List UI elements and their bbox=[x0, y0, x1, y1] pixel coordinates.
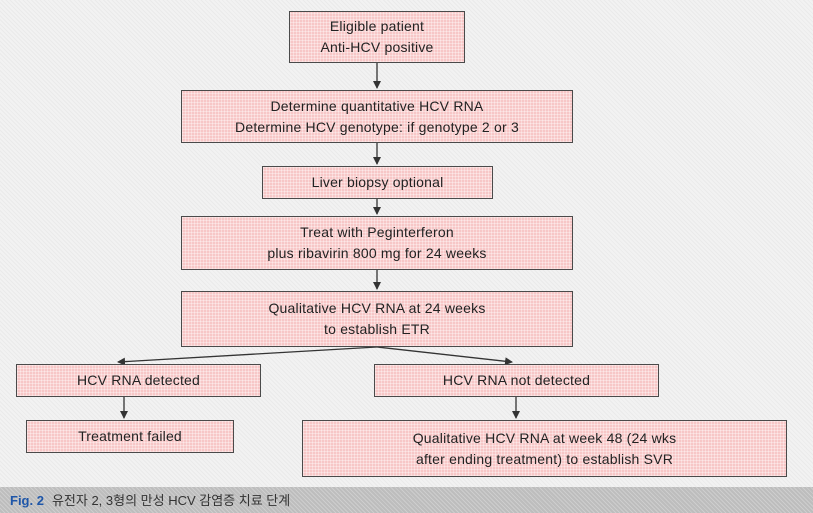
caption-bar bbox=[0, 487, 813, 513]
node-eligible-line1: Eligible patient bbox=[329, 18, 425, 34]
node-treat-line1: Treat with Peginterferon bbox=[300, 224, 454, 240]
figure-caption-text: 유전자 2, 3형의 만성 HCV 감염증 치료 단계 bbox=[51, 493, 291, 508]
node-qualitative48-line1: Qualitative HCV RNA at week 48 (24 wks bbox=[412, 429, 677, 446]
node-treatment-failed: Treatment failed bbox=[26, 420, 234, 453]
node-eligible-patient: Eligible patient Anti-HCV positive bbox=[289, 11, 465, 63]
node-detected-line1: HCV RNA detected bbox=[76, 372, 201, 388]
node-liver-biopsy: Liver biopsy optional bbox=[262, 166, 493, 199]
node-biopsy-line1: Liver biopsy optional bbox=[311, 174, 444, 190]
node-determine-line1: Determine quantitative HCV RNA bbox=[270, 97, 484, 114]
diagram-panel: Eligible patient Anti-HCV positive Deter… bbox=[0, 0, 813, 487]
node-failed-line1: Treatment failed bbox=[78, 428, 182, 444]
node-rna-detected: HCV RNA detected bbox=[16, 364, 261, 397]
node-qualitative24-line1: Qualitative HCV RNA at 24 weeks bbox=[268, 300, 486, 316]
node-determine-line2: Determine HCV genotype: if genotype 2 or… bbox=[235, 118, 519, 135]
node-determine-hcv: Determine quantitative HCV RNA Determine… bbox=[181, 90, 573, 143]
connector-layer bbox=[117, 63, 520, 419]
node-treat: Treat with Peginterferon plus ribavirin … bbox=[181, 216, 573, 270]
arrow-qualitative24-to-not-detected bbox=[376, 346, 513, 366]
node-qualitative-48: Qualitative HCV RNA at week 48 (24 wks a… bbox=[302, 420, 787, 477]
node-qualitative24-line2: to establish ETR bbox=[324, 321, 430, 337]
node-eligible-line2: Anti-HCV positive bbox=[320, 39, 434, 55]
arrow-qualitative24-to-detected bbox=[117, 346, 378, 366]
figure-caption: Fig. 2 유전자 2, 3형의 만성 HCV 감염증 치료 단계 bbox=[10, 490, 290, 509]
node-qualitative-24: Qualitative HCV RNA at 24 weeks to estab… bbox=[181, 291, 573, 347]
node-rna-not-detected: HCV RNA not detected bbox=[374, 364, 659, 397]
node-not-detected-line1: HCV RNA not detected bbox=[442, 372, 591, 388]
node-qualitative48-line2: after ending treatment) to establish SVR bbox=[415, 450, 674, 467]
node-treat-line2: plus ribavirin 800 mg for 24 weeks bbox=[267, 245, 487, 261]
figure-label: Fig. 2 bbox=[10, 493, 44, 508]
